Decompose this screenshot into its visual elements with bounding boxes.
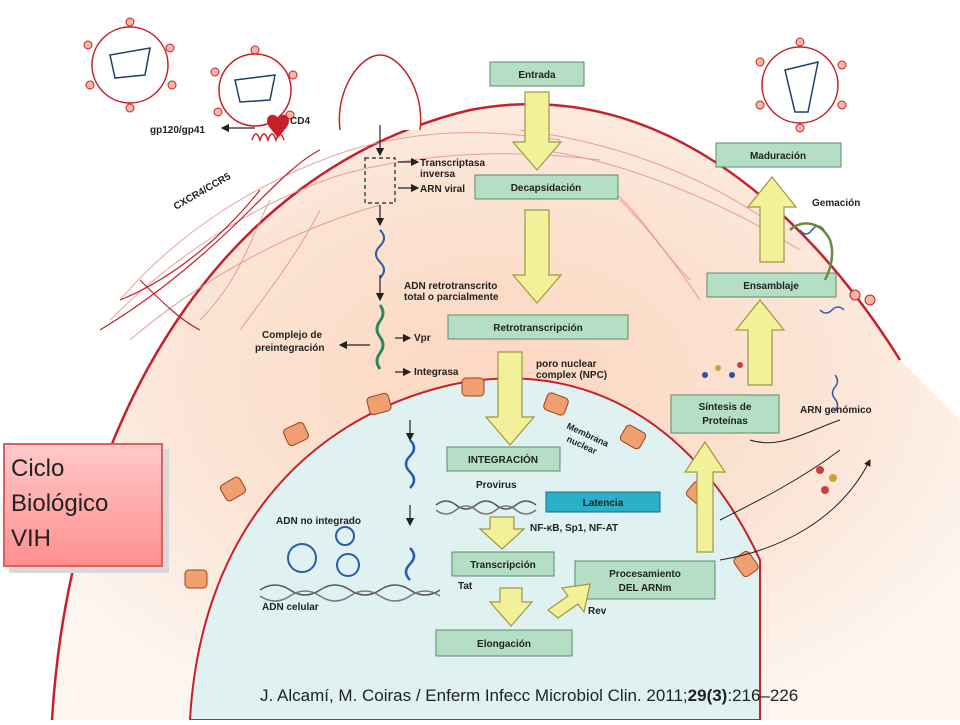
label-vpr: Vpr bbox=[414, 333, 431, 344]
arrow-sintesis-to-ensamblaje bbox=[734, 299, 786, 386]
step-integracion-label: INTEGRACIÓN bbox=[468, 453, 538, 466]
title-callout: Ciclo Biológico VIH bbox=[3, 443, 163, 567]
rna-strands bbox=[719, 222, 871, 561]
nuclear-dna bbox=[259, 439, 537, 602]
arrow-ensamblaje-to-maduracion bbox=[746, 176, 798, 263]
step-elongacion-label: Elongación bbox=[477, 639, 531, 650]
label-rev: Rev bbox=[588, 606, 607, 617]
step-retrotranscripcion-box bbox=[447, 314, 629, 340]
step-decapsidacion-box bbox=[474, 174, 619, 200]
arrow-to-procesamiento bbox=[546, 583, 591, 619]
arrow-decapsidacion-to-retro bbox=[511, 209, 563, 304]
step-maduracion-box bbox=[715, 142, 842, 168]
label-provirus: Provirus bbox=[476, 480, 517, 491]
step-entrada-box bbox=[489, 61, 585, 87]
protein-dots bbox=[702, 289, 876, 494]
step-transcripcion-label: Transcripción bbox=[470, 560, 536, 571]
step-procesamiento-label-1: Procesamiento bbox=[609, 569, 681, 580]
step-integracion-box bbox=[446, 446, 561, 472]
citation-volume: 29(3) bbox=[687, 686, 728, 705]
entry-pathway bbox=[220, 123, 420, 527]
step-ensamblaje-label: Ensamblaje bbox=[743, 281, 799, 292]
citation-prefix: J. Alcamí, M. Coiras / Enferm Infecc Mic… bbox=[260, 686, 688, 705]
step-ensamblaje-box bbox=[706, 272, 837, 298]
label-arn-genomico: ARN genómico bbox=[800, 405, 872, 416]
label-gp120: gp120/gp41 bbox=[150, 125, 205, 136]
arrow-procesamiento-to-sintesis bbox=[683, 440, 727, 553]
label-integrasa: Integrasa bbox=[414, 367, 459, 378]
step-procesamiento-label-2: DEL ARNm bbox=[619, 583, 672, 594]
label-poro-1: poro nuclear bbox=[536, 359, 597, 370]
receptor-fibers bbox=[99, 149, 321, 331]
step-procesamiento-box bbox=[574, 560, 716, 600]
label-adn-retro-2: total o parcialmente bbox=[404, 292, 499, 303]
label-complejo-1: Complejo de bbox=[262, 330, 322, 341]
step-entrada-label: Entrada bbox=[518, 70, 556, 81]
nuclear-pores bbox=[184, 377, 759, 589]
arrow-entrada-to-decapsidacion bbox=[511, 91, 563, 171]
arrow-transcripcion-to-elongacion bbox=[488, 587, 534, 627]
fusing-virion bbox=[338, 54, 422, 131]
label-arn-viral: ARN viral bbox=[420, 184, 465, 195]
flow-arrows bbox=[478, 91, 798, 627]
step-latencia-box bbox=[545, 491, 661, 513]
step-elongacion-box bbox=[435, 629, 573, 657]
label-tat: Tat bbox=[458, 581, 473, 592]
title-line-3: VIH bbox=[11, 525, 52, 552]
step-sintesis-box bbox=[670, 394, 780, 434]
citation: J. Alcamí, M. Coiras / Enferm Infecc Mic… bbox=[260, 686, 798, 706]
arrow-integracion-to-transcripcion bbox=[478, 516, 526, 550]
label-complejo-2: preintegración bbox=[255, 343, 324, 354]
cytoskeleton-fibers bbox=[109, 129, 801, 341]
label-gemacion: Gemación bbox=[812, 198, 860, 209]
label-adn-celular: ADN celular bbox=[262, 602, 319, 613]
step-maduracion-label: Maduración bbox=[750, 151, 806, 162]
label-adn-retro-1: ADN retrotranscrito bbox=[404, 281, 497, 292]
step-transcripcion-box bbox=[451, 551, 555, 577]
virion-cores bbox=[109, 47, 819, 116]
label-transcriptasa-1: Transcriptasa bbox=[420, 158, 485, 169]
title-line-2: Biológico bbox=[11, 490, 109, 517]
label-nf-kb: NF-κB, Sp1, NF-AT bbox=[530, 523, 618, 534]
step-sintesis-label-2: Proteínas bbox=[702, 416, 748, 427]
step-sintesis-label-1: Síntesis de bbox=[699, 402, 752, 413]
step-retrotranscripcion-label: Retrotranscripción bbox=[493, 323, 582, 334]
cd4-receptor-icon bbox=[267, 114, 289, 138]
title-line-1: Ciclo bbox=[11, 455, 65, 482]
label-cd4: CD4 bbox=[290, 116, 310, 127]
arrow-retro-to-integracion bbox=[484, 351, 536, 446]
citation-pages: :216–226 bbox=[727, 686, 799, 705]
coreceptor-coil-icon bbox=[251, 133, 285, 143]
step-decapsidacion-label: Decapsidación bbox=[511, 183, 582, 194]
label-adn-no-integrado: ADN no integrado bbox=[276, 516, 361, 527]
step-latencia-label: Latencia bbox=[583, 498, 624, 509]
label-cxcr4: CXCR4/CCR5 bbox=[172, 171, 233, 213]
label-transcriptasa-2: inversa bbox=[420, 169, 455, 180]
label-poro-2: complex (NPC) bbox=[536, 370, 607, 381]
